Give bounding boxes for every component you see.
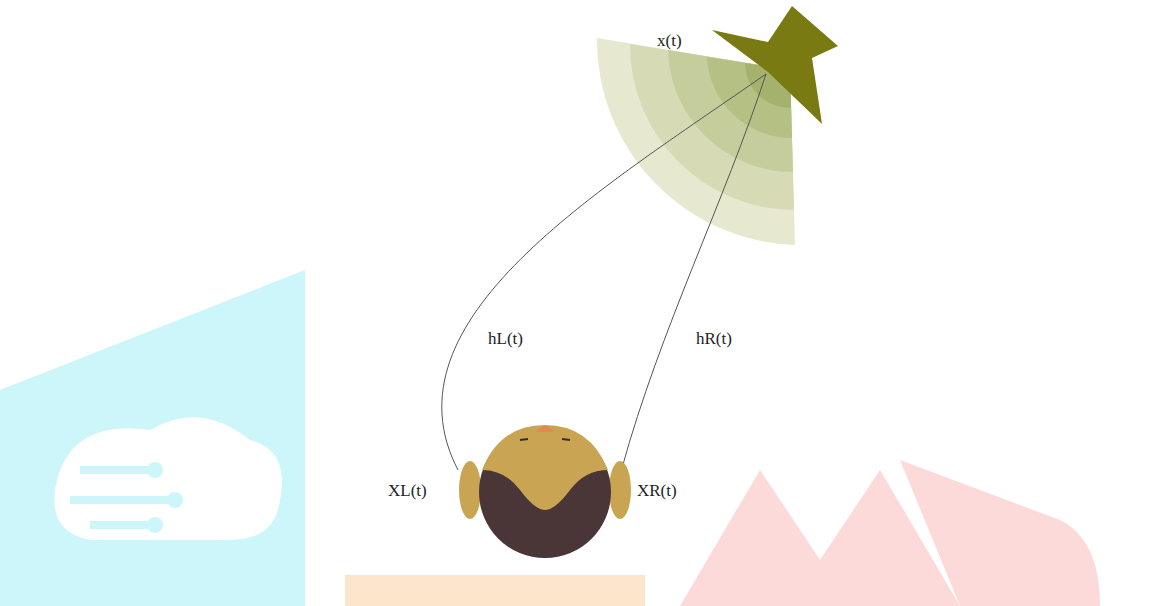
transfer-paths: [442, 74, 766, 470]
path-label: hL(t): [488, 330, 523, 347]
watermark: [0, 270, 1100, 606]
loudspeaker: [712, 6, 838, 124]
ear-signal-label: XL(t): [388, 482, 427, 499]
listener-head: [459, 425, 631, 558]
signal-label: x(t): [657, 32, 682, 49]
ear-signal-label: XR(t): [637, 482, 677, 499]
path-label: hR(t): [696, 330, 732, 347]
